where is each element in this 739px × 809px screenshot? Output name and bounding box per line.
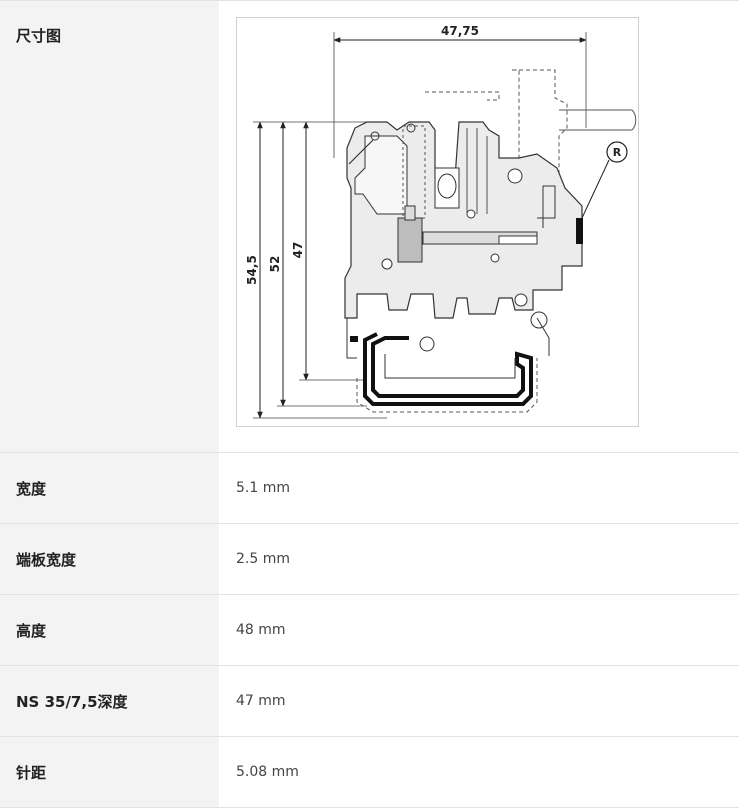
spec-value: 2.5 mm [236,551,290,567]
spec-label: 尺寸图 [0,1,219,452]
spec-row-end-cover-width: 端板宽度 2.5 mm [0,524,739,595]
spec-label: 针距 [0,737,219,807]
spec-row-ns-depth: NS 35/7,5深度 47 mm [0,666,739,737]
dim-width-label: 47,75 [441,24,479,38]
dimension-drawing: 47,75 54,5 52 47 R [236,17,639,427]
spec-value: 47 mm [236,693,286,709]
dim-h2-label: 52 [268,256,282,273]
spec-label: 端板宽度 [0,524,219,594]
spec-label: 宽度 [0,453,219,523]
spec-value: 47,75 54,5 52 47 R [219,1,739,452]
spec-label: NS 35/7,5深度 [0,666,219,736]
spec-label: 高度 [0,595,219,665]
mark-r-label: R [613,146,622,159]
dim-h1-label: 54,5 [245,255,259,285]
spec-value: 48 mm [236,622,286,638]
dim-h3-label: 47 [291,242,305,259]
spec-value: 5.1 mm [236,480,290,496]
spec-row-width: 宽度 5.1 mm [0,453,739,524]
spec-row-pitch: 针距 5.08 mm [0,737,739,808]
spec-row-height: 高度 48 mm [0,595,739,666]
spec-row-dimension-drawing: 尺寸图 47,75 [0,1,739,453]
terminal-block-dimension-drawing: 47,75 54,5 52 47 R [245,24,637,419]
spec-value: 5.08 mm [236,764,299,780]
